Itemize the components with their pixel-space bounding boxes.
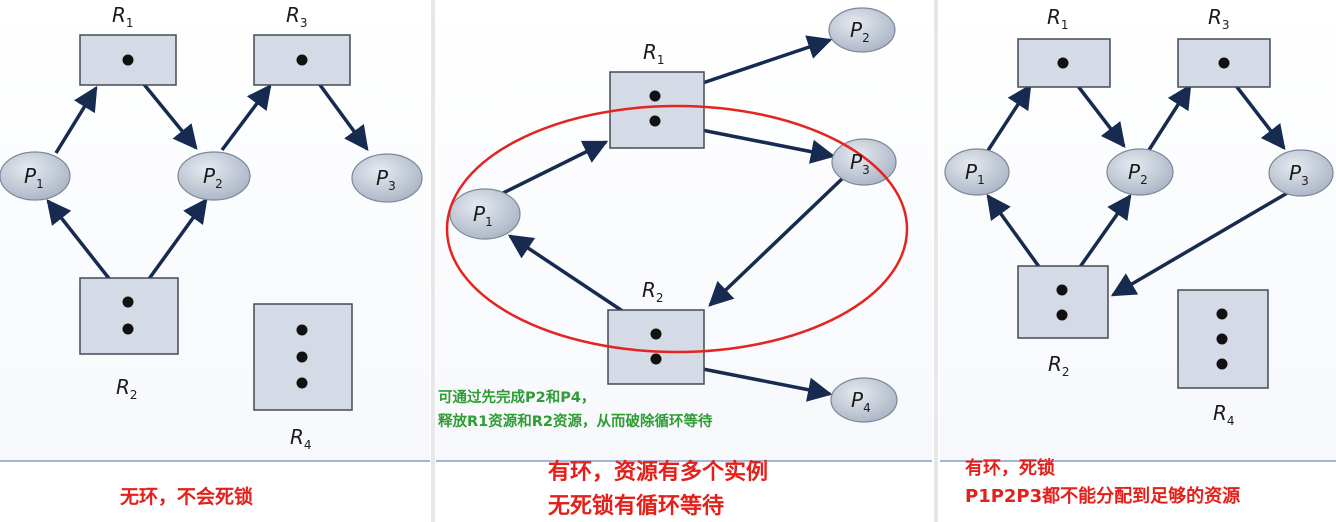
label-r2: R2	[116, 375, 138, 402]
resource-instance-dot	[1216, 358, 1228, 370]
edge-p3-request-r2	[1110, 190, 1290, 297]
panel-divider	[934, 0, 938, 522]
caption-cycle-line-2: 无死锁有循环等待	[548, 494, 725, 519]
edge-p1-request-r1	[54, 85, 98, 154]
edge-p1-request-r1	[985, 83, 1032, 153]
edge-p3-request-r2	[708, 174, 847, 307]
graph-no-cycle: R1 R3 R2 R4 P1 P2 P3	[0, 3, 423, 452]
label-r4: R4	[1213, 401, 1235, 428]
label-p2: P2	[1128, 160, 1148, 187]
resource-instance-dot	[296, 54, 308, 66]
resource-instance-dot	[649, 90, 661, 102]
label-p3: P3	[1289, 161, 1309, 188]
process-p4	[830, 377, 898, 423]
resource-instance-dot	[1218, 57, 1230, 69]
resource-instance-dot	[122, 54, 134, 66]
edge-r3-assigned-p3	[310, 72, 369, 151]
resource-instance-dot	[122, 323, 134, 335]
resource-instance-dot	[1216, 333, 1228, 345]
caption-no-cycle: 无环，不会死锁	[120, 486, 254, 508]
resource-instance-dot	[1057, 57, 1069, 69]
resource-instance-dot	[296, 351, 308, 363]
caption-deadlock-line-1: 有环，死锁	[965, 458, 1055, 479]
edge-p1-request-r1	[492, 140, 609, 200]
label-r1: R1	[1047, 5, 1069, 32]
resource-instance-dot	[1216, 308, 1228, 320]
edge-r1-assigned-p2	[1069, 75, 1126, 148]
resource-r2	[1017, 265, 1109, 339]
cycle-highlight-ellipse	[445, 104, 909, 354]
resource-r2	[607, 309, 705, 385]
process-p3	[351, 153, 423, 203]
resource-instance-dot	[1056, 309, 1068, 321]
process-p3	[831, 138, 897, 186]
label-p2: P2	[203, 164, 223, 191]
process-p1	[0, 151, 71, 201]
label-r1: R1	[643, 40, 665, 67]
label-r4: R4	[290, 425, 312, 452]
label-r2: R2	[642, 278, 664, 305]
label-p1: P1	[965, 160, 985, 187]
resource-instance-dot	[122, 296, 134, 308]
caption-cycle-line-1: 有环，资源有多个实例	[548, 460, 769, 485]
resource-r2	[79, 277, 179, 355]
label-p1: P1	[473, 202, 493, 229]
graph-cycle-no-deadlock: R1 R2 P1 P2 P3 P4	[445, 7, 909, 423]
edge-p2-request-r3	[1147, 83, 1192, 151]
edge-p2-request-r3	[220, 84, 272, 152]
resource-instance-dot	[649, 115, 661, 127]
resource-instance-dot	[1056, 284, 1068, 296]
label-r3: R3	[286, 3, 308, 30]
label-p3: P3	[850, 150, 870, 177]
resolution-note-line-1: 可通过先完成P2和P4，	[438, 390, 596, 406]
label-p4: P4	[851, 388, 871, 415]
label-r1: R1	[112, 3, 134, 30]
process-p2	[828, 7, 896, 53]
panel-divider	[431, 0, 435, 522]
resolution-note-line-2: 释放R1资源和R2资源，从而破除循环等待	[438, 414, 713, 430]
label-r2: R2	[1048, 352, 1070, 379]
label-p3: P3	[376, 166, 396, 193]
label-r3: R3	[1208, 5, 1230, 32]
edge-r1-assigned-p2	[136, 75, 198, 150]
label-p1: P1	[24, 164, 44, 191]
resource-instance-dot	[296, 377, 308, 389]
process-p3	[1268, 149, 1334, 197]
process-p1	[944, 148, 1010, 196]
resource-instance-dot	[650, 353, 662, 365]
label-p2: P2	[850, 18, 870, 45]
process-p2	[1106, 148, 1174, 196]
caption-deadlock-line-2: P1P2P3都不能分配到足够的资源	[965, 486, 1241, 507]
resource-instance-dot	[650, 328, 662, 340]
resource-instance-dot	[296, 324, 308, 336]
graph-deadlock: R1 R3 R2 R4 P1 P2 P3	[944, 5, 1334, 428]
process-p2	[177, 151, 251, 201]
process-p1	[449, 188, 521, 240]
